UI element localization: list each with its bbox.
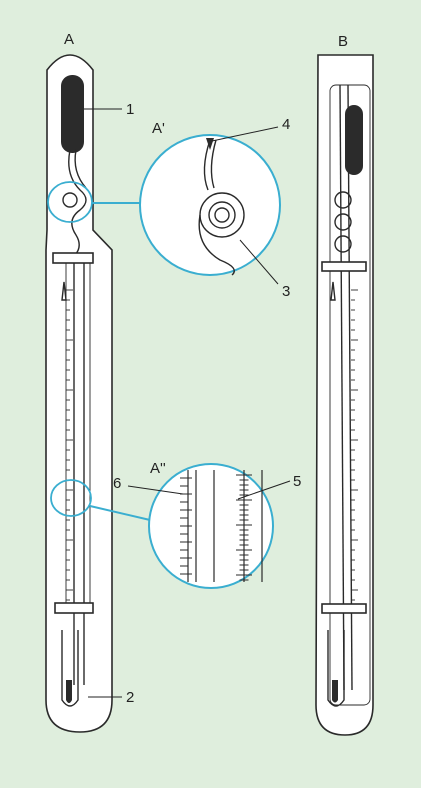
thermometer-a-reservoir xyxy=(61,75,84,153)
label-part-2: 2 xyxy=(126,689,134,706)
thermometer-a-capillary-top xyxy=(68,149,87,259)
thermometer-a-needle xyxy=(61,281,67,301)
thermometer-b-bulb xyxy=(332,680,338,703)
callout-a2-circle xyxy=(148,463,274,589)
callout-a1-loop-inner xyxy=(214,207,230,223)
leader-part-3 xyxy=(239,239,279,285)
callout-a1 xyxy=(92,134,281,276)
thermometer-b-loop-2 xyxy=(334,213,352,231)
leader-part-6 xyxy=(127,485,184,495)
thermometer-a xyxy=(45,54,113,733)
thermometer-b-inner-frame xyxy=(329,84,371,706)
thermometer-a-bulb-outline xyxy=(61,630,79,707)
thermometer-b-scale-ticks xyxy=(351,289,358,601)
callout-a1-tail xyxy=(198,214,235,276)
thermometer-a-scale-ticks xyxy=(66,289,73,601)
thermometer-a-capillary-top-2 xyxy=(74,149,87,189)
thermometer-b-stem-2 xyxy=(347,84,353,691)
leader-part-5 xyxy=(237,480,291,500)
thermometer-b-lower-clamp xyxy=(321,603,367,614)
leader-part-4 xyxy=(211,126,279,142)
thermometer-b xyxy=(315,54,374,736)
thermometer-a-lower-clamp xyxy=(54,602,94,614)
thermometer-b-stem xyxy=(339,84,345,691)
label-detail-a2: A'' xyxy=(150,460,166,477)
label-part-4: 4 xyxy=(282,116,290,133)
label-part-1: 1 xyxy=(126,101,134,118)
callout-a2-connector xyxy=(89,505,151,521)
label-part-5: 5 xyxy=(293,473,301,490)
label-part-6: 6 xyxy=(113,475,121,492)
thermometer-b-upper-clamp xyxy=(321,261,367,272)
callout-a1-circle xyxy=(139,134,281,276)
thermometer-b-loop-1 xyxy=(334,191,352,209)
label-thermometer-b: B xyxy=(338,33,348,50)
callout-a2 xyxy=(89,463,274,589)
thermometer-a-envelope xyxy=(45,54,113,733)
thermometer-a-upper-clamp xyxy=(52,252,94,264)
callout-a2-scale xyxy=(180,470,263,582)
thermometer-b-reservoir xyxy=(345,105,363,175)
thermometer-a-loop xyxy=(62,192,78,208)
callout-a1-loop-middle xyxy=(208,201,236,229)
thermometer-b-bulb-outline xyxy=(327,630,345,707)
thermometer-a-bulb xyxy=(66,680,72,703)
label-thermometer-a: A xyxy=(64,31,74,48)
thermometer-b-loop-3 xyxy=(334,235,352,253)
label-detail-a1: A' xyxy=(152,120,165,137)
thermometer-b-needle xyxy=(330,281,336,301)
label-part-3: 3 xyxy=(282,283,290,300)
detail-ring-a2 xyxy=(50,479,92,517)
